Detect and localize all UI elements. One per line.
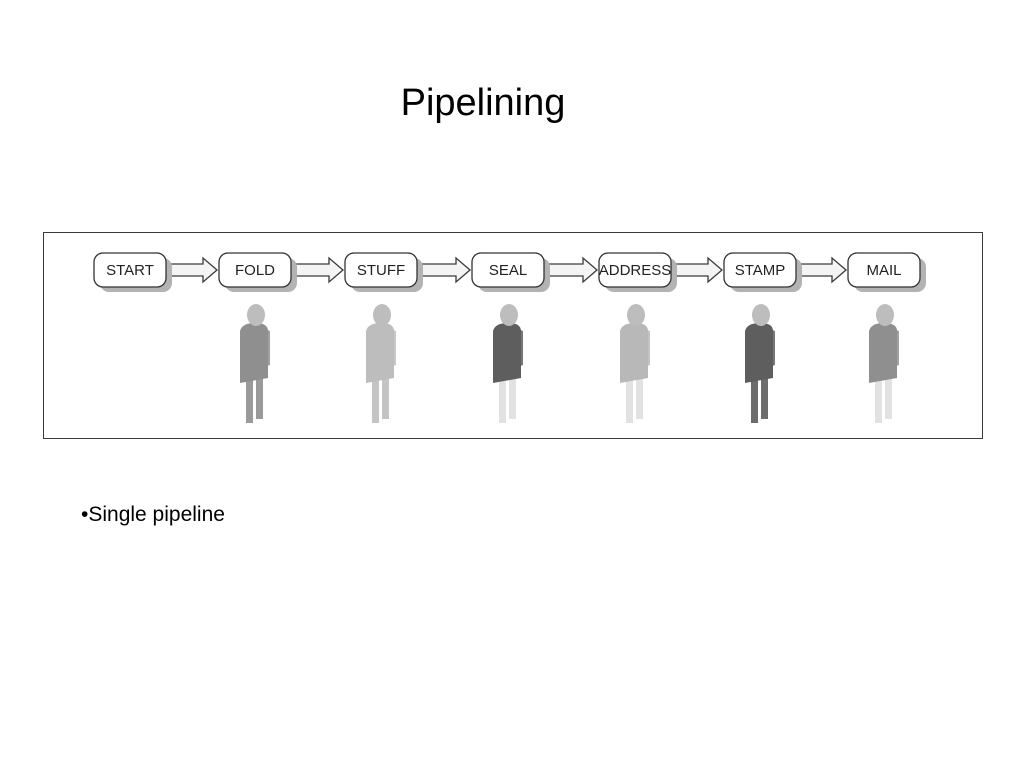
worker-torso xyxy=(620,323,648,383)
worker-leg xyxy=(761,373,768,419)
worker-leg xyxy=(372,373,379,423)
arrow-seal-to-address xyxy=(545,256,598,284)
worker-torso xyxy=(745,323,773,383)
worker-torso xyxy=(869,323,897,383)
stage-start: START xyxy=(93,252,172,292)
stage-box xyxy=(93,252,167,288)
arrow-start-to-fold xyxy=(167,256,218,284)
stage-mail: MAIL xyxy=(847,252,926,292)
worker-address-figure xyxy=(620,304,650,423)
worker-leg xyxy=(246,373,253,423)
stage-box xyxy=(218,252,292,288)
pipeline-svg: START FOLD STUFF SEAL ADDRESS STAMP MAIL xyxy=(93,252,926,423)
stage-label: SEAL xyxy=(489,262,527,279)
worker-leg xyxy=(885,373,892,419)
stage-address: ADDRESS xyxy=(598,252,677,292)
stage-box xyxy=(847,252,921,288)
bullet-single-pipeline: •Single pipeline xyxy=(81,503,225,526)
worker-leg xyxy=(256,373,263,419)
worker-head xyxy=(876,304,894,326)
stage-label: STUFF xyxy=(357,262,405,279)
stage-label: MAIL xyxy=(866,262,901,279)
worker-leg xyxy=(751,373,758,423)
worker-torso xyxy=(366,323,394,383)
worker-seal-figure xyxy=(493,304,523,423)
worker-stamp-figure xyxy=(745,304,775,423)
worker-leg xyxy=(499,373,506,423)
stage-box xyxy=(471,252,545,288)
stage-fold: FOLD xyxy=(218,252,297,292)
worker-head xyxy=(627,304,645,326)
arrow-fold-to-stuff xyxy=(292,256,344,284)
worker-leg xyxy=(626,373,633,423)
stage-label: ADDRESS xyxy=(599,262,672,279)
stage-box xyxy=(344,252,418,288)
worker-leg xyxy=(875,373,882,423)
worker-leg xyxy=(382,373,389,419)
worker-head xyxy=(373,304,391,326)
stage-stuff: STUFF xyxy=(344,252,423,292)
worker-head xyxy=(500,304,518,326)
arrow-stuff-to-seal xyxy=(418,256,471,284)
worker-torso xyxy=(493,323,521,383)
stage-label: STAMP xyxy=(735,262,786,279)
worker-leg xyxy=(509,373,516,419)
arrow-address-to-stamp xyxy=(672,256,723,284)
stage-box xyxy=(723,252,797,288)
worker-fold-figure xyxy=(240,304,270,423)
worker-stuff-figure xyxy=(366,304,396,423)
worker-head xyxy=(247,304,265,326)
stage-label: START xyxy=(106,262,154,279)
pipeline-diagram: START FOLD STUFF SEAL ADDRESS STAMP MAIL xyxy=(43,232,983,439)
worker-torso xyxy=(240,323,268,383)
stage-label: FOLD xyxy=(235,262,275,279)
worker-mail-figure xyxy=(869,304,899,423)
arrow-stamp-to-mail xyxy=(797,256,847,284)
stage-seal: SEAL xyxy=(471,252,550,292)
worker-leg xyxy=(636,373,643,419)
worker-head xyxy=(752,304,770,326)
stage-stamp: STAMP xyxy=(723,252,802,292)
stage-box xyxy=(598,252,672,288)
slide-title: Pipelining xyxy=(400,82,566,124)
